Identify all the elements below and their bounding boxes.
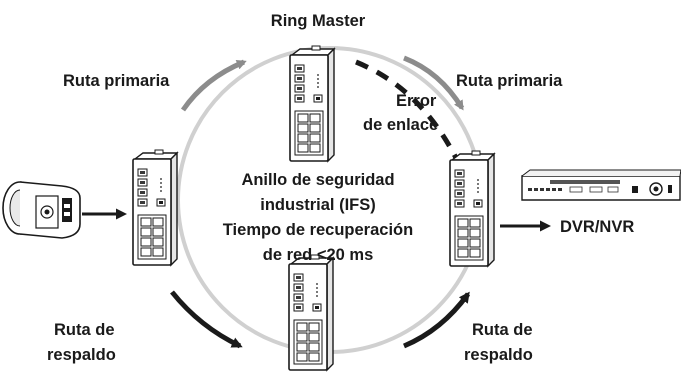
- link-error-dashed-line: [355, 59, 459, 160]
- dvr-nvr-label: DVR/NVR: [560, 218, 634, 236]
- backup-route-label-left-line1: Ruta de: [54, 321, 115, 339]
- center-text-line3: Tiempo de recuperación: [223, 221, 413, 239]
- right-switch-icon: [449, 150, 495, 267]
- backup-route-label-right-line2: respaldo: [464, 346, 533, 364]
- link-error-label-line1: Error: [396, 92, 437, 110]
- ring-master-label: Ring Master: [271, 12, 366, 30]
- backup-route-arrow-right: [403, 291, 471, 349]
- center-text-line2: industrial (IFS): [260, 196, 376, 214]
- security-camera-icon: [2, 181, 81, 239]
- primary-route-label-right: Ruta primaria: [456, 72, 563, 90]
- bottom-switch-icon: [288, 254, 334, 371]
- dvr-nvr-icon: [521, 169, 681, 201]
- left-switch-icon: [132, 149, 178, 266]
- backup-route-label-left-line2: respaldo: [47, 346, 116, 364]
- backup-route-arrow-left: [170, 290, 243, 349]
- center-text-line4: de red <20 ms: [263, 246, 374, 264]
- link-error-label-line2: de enlace: [363, 116, 438, 134]
- ring-master-switch-icon: [289, 45, 335, 162]
- center-text-line1: Anillo de seguridad: [241, 171, 394, 189]
- primary-route-label-left: Ruta primaria: [63, 72, 170, 90]
- backup-route-label-right-line1: Ruta de: [472, 321, 533, 339]
- primary-route-arrow-left: [180, 59, 247, 112]
- primary-route-arrow-right: [403, 55, 465, 111]
